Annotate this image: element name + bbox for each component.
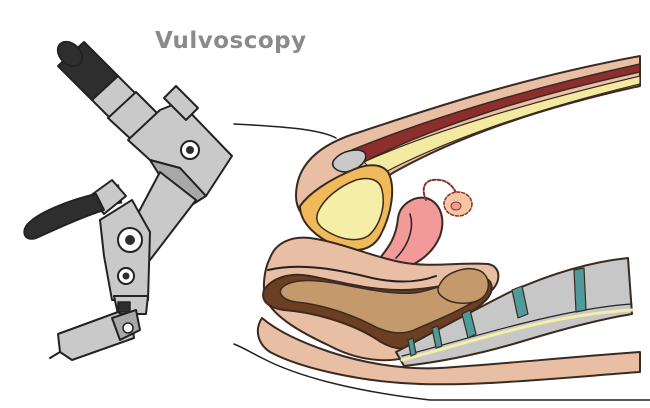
fat-band xyxy=(363,75,641,177)
scope-body xyxy=(127,85,233,207)
vertebral-discs xyxy=(407,267,587,357)
fallopian-tube-and-ovary xyxy=(422,178,473,217)
vaginal-canal xyxy=(267,265,437,283)
body-outline-lower xyxy=(233,343,650,401)
scope-handle xyxy=(23,179,127,240)
colposcope-icon xyxy=(23,40,233,361)
bladder xyxy=(299,164,394,252)
pelvis-cross-section-icon xyxy=(233,55,650,401)
bowel-loop xyxy=(437,268,490,304)
rectus-muscle xyxy=(351,63,641,163)
body-outline xyxy=(233,123,337,139)
pubic-bone xyxy=(332,149,367,173)
diagram-title: Vulvoscopy xyxy=(155,28,307,54)
spine xyxy=(395,257,633,367)
buttock xyxy=(256,317,641,386)
scope-base-arm xyxy=(49,309,141,361)
spinal-canal xyxy=(400,308,634,362)
